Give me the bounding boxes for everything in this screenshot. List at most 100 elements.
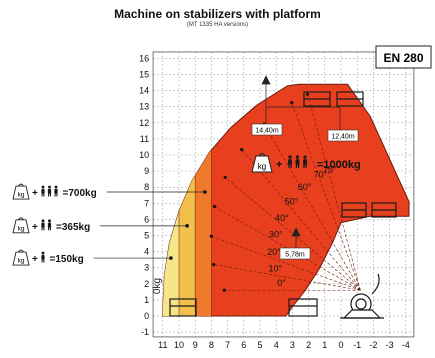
x-tick-label: 9 [193,340,198,350]
persons-icon [288,155,307,169]
x-tick-label: -2 [369,340,377,350]
x-tick-label: 8 [209,340,214,350]
zone-365kg [195,84,212,316]
angle-endpoint [290,101,294,105]
x-tick-label: -3 [386,340,394,350]
boom-angle-line [291,102,361,291]
zone-0kg [162,84,179,316]
boom-angle-line [307,94,361,291]
angle-label: 75° [323,165,337,175]
dimension-leaders [261,75,341,248]
kg-weight-icon: kg [12,217,30,234]
platform-top [303,91,364,107]
y-tick-label: 0 [144,311,149,321]
x-tick-label: 6 [241,340,246,350]
svg-text:kg: kg [18,192,25,199]
legend-value: =365kg [56,222,90,233]
boom-angle-line [224,177,361,291]
angle-endpoint [222,288,226,292]
svg-text:kg: kg [18,225,25,232]
y-tick-label: 13 [139,102,149,112]
y-tick-label: 10 [139,150,149,160]
angle-label: 0° [277,278,286,288]
y-tick-label: 11 [140,134,149,144]
main-load-label: kg + =1000kg [251,153,361,173]
plot-frame [152,51,415,338]
x-tick-label: 5 [257,340,262,350]
y-tick-label: 2 [144,279,149,289]
y-tick-label: 5 [144,231,149,241]
angle-label: 10° [268,263,282,273]
persons-icon [41,185,58,197]
svg-text:5,78m: 5,78m [285,252,305,259]
zero-kg-label: 0kg [152,278,163,294]
boom-angle-line [211,235,361,291]
y-tick-label: 4 [144,247,149,257]
y-tick-label: 16 [139,53,149,63]
legend-value: =150kg [50,254,84,265]
x-tick-label: -1 [353,340,361,350]
kg-weight-icon: kg [12,183,30,200]
angle-endpoint [212,262,216,267]
machine-chassis [340,273,384,319]
svg-text:+: + [32,254,38,265]
svg-text:+: + [32,188,38,199]
en280-badge: EN 280 [375,45,432,69]
y-tick-label: 12 [139,118,149,128]
angle-label: 20° [267,247,281,257]
capacity-zones [162,84,212,316]
platform-mid [341,202,397,218]
kg-weight-icon: kg [251,153,273,173]
angle-label: 70° [314,169,328,179]
angle-endpoint [223,175,227,180]
angle-endpoint [209,234,213,238]
svg-text:12,40m: 12,40m [331,134,355,141]
angle-label: 50° [285,197,299,207]
page-title: Machine on stabilizers with platform [114,7,321,21]
svg-text:14,40m: 14,40m [255,128,279,135]
x-tick-label: 3 [290,340,295,350]
x-tick-label: 1 [322,340,327,350]
load-envelope [162,83,410,317]
legend-row: kg+=365kg [12,217,189,234]
y-tick-label: 7 [144,198,149,208]
x-tick-label: -4 [402,340,410,350]
x-tick-label: 4 [274,340,279,350]
zone-150kg [179,84,196,316]
dimension-reach-mid: 5,78m [279,247,311,260]
en280-label: EN 280 [383,51,423,65]
boom-angle-line [263,124,361,291]
angle-endpoint [212,204,217,209]
svg-text:kg: kg [258,162,266,171]
y-tick-label: -1 [141,327,149,337]
y-tick-label: 15 [139,70,149,80]
persons-icon [41,219,52,231]
x-tick-label: 10 [174,340,184,350]
y-tick-label: 9 [144,166,149,176]
x-tick-label: 11 [158,340,167,350]
svg-text:+: + [276,159,282,171]
x-tick-label: 2 [306,340,311,350]
main-load-value: =1000kg [317,159,361,171]
svg-text:kg: kg [18,258,25,265]
angle-label: 30° [269,230,283,240]
kg-weight-icon: kg [12,249,30,266]
persons-icon [41,251,45,263]
platform-bottom-right [288,298,318,317]
legend-value: =700kg [63,188,97,199]
x-tick-label: 7 [225,340,230,350]
y-tick-label: 1 [144,295,149,305]
boom-angle-lines: 75°70°60°50°40°30°20°10°0° [209,92,361,292]
y-tick-label: 14 [139,86,149,96]
y-tick-label: 8 [144,182,149,192]
boom-angle-line [241,149,361,291]
platform-bottom-left [169,298,197,317]
page-subtitle: (MT 1335 HA versions) [186,22,249,28]
boom-angle-line [214,206,361,291]
angle-label: 60° [298,182,312,192]
y-tick-label: 3 [144,263,149,273]
